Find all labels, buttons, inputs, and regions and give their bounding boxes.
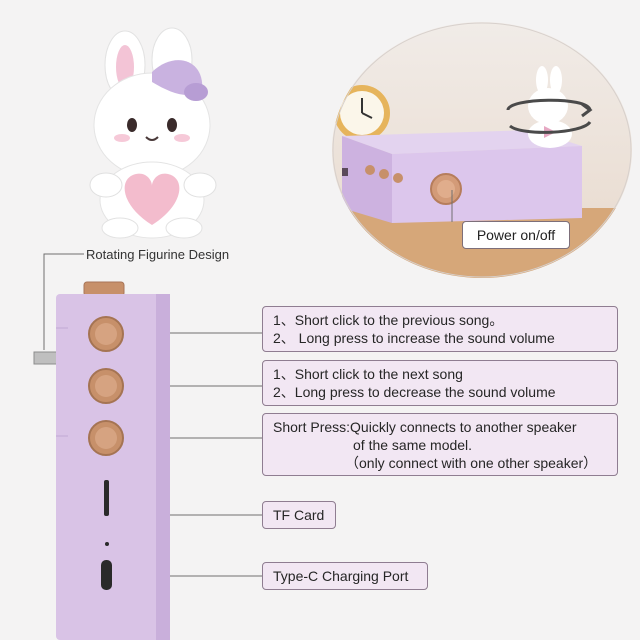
tf-card-label: TF Card (262, 501, 336, 529)
connect-button-graphic (88, 420, 124, 456)
list-number: 1、 (273, 312, 295, 328)
type-c-port (101, 560, 112, 590)
figurine-caption: Rotating Figurine Design (86, 247, 230, 262)
box-text: Short Press:Quickly connects to another … (273, 419, 577, 435)
box-text: Short click to the previous song。 (294, 312, 504, 328)
list-number: 2、 (273, 384, 295, 400)
box-text: Long press to decrease the sound volume (294, 384, 556, 400)
bunny-figurine-icon (89, 27, 217, 239)
alarm-clock-icon (334, 85, 390, 141)
box-text: （only connect with one other speaker） (345, 455, 598, 471)
tf-card-slot (104, 480, 109, 516)
previous-song-box: 1、Short click to the previous song。 2、 L… (262, 306, 618, 352)
volume-up-button-graphic (88, 316, 124, 352)
list-number: 1、 (273, 366, 295, 382)
box-text: of the same model. (353, 437, 473, 453)
power-label: Power on/off (462, 221, 570, 249)
next-song-box: 1、Short click to the next song 2、Long pr… (262, 360, 618, 406)
volume-down-button-graphic (88, 368, 124, 404)
type-c-label: Type-C Charging Port (262, 562, 428, 590)
list-number: 2、 (273, 330, 295, 346)
rotation-arrow-icon (506, 98, 593, 134)
box-text: Long press to increase the sound volume (294, 330, 555, 346)
connect-speaker-box: Short Press:Quickly connects to another … (262, 413, 618, 476)
speaker-side-view (33, 281, 170, 640)
box-text: Short click to the next song (294, 366, 463, 382)
